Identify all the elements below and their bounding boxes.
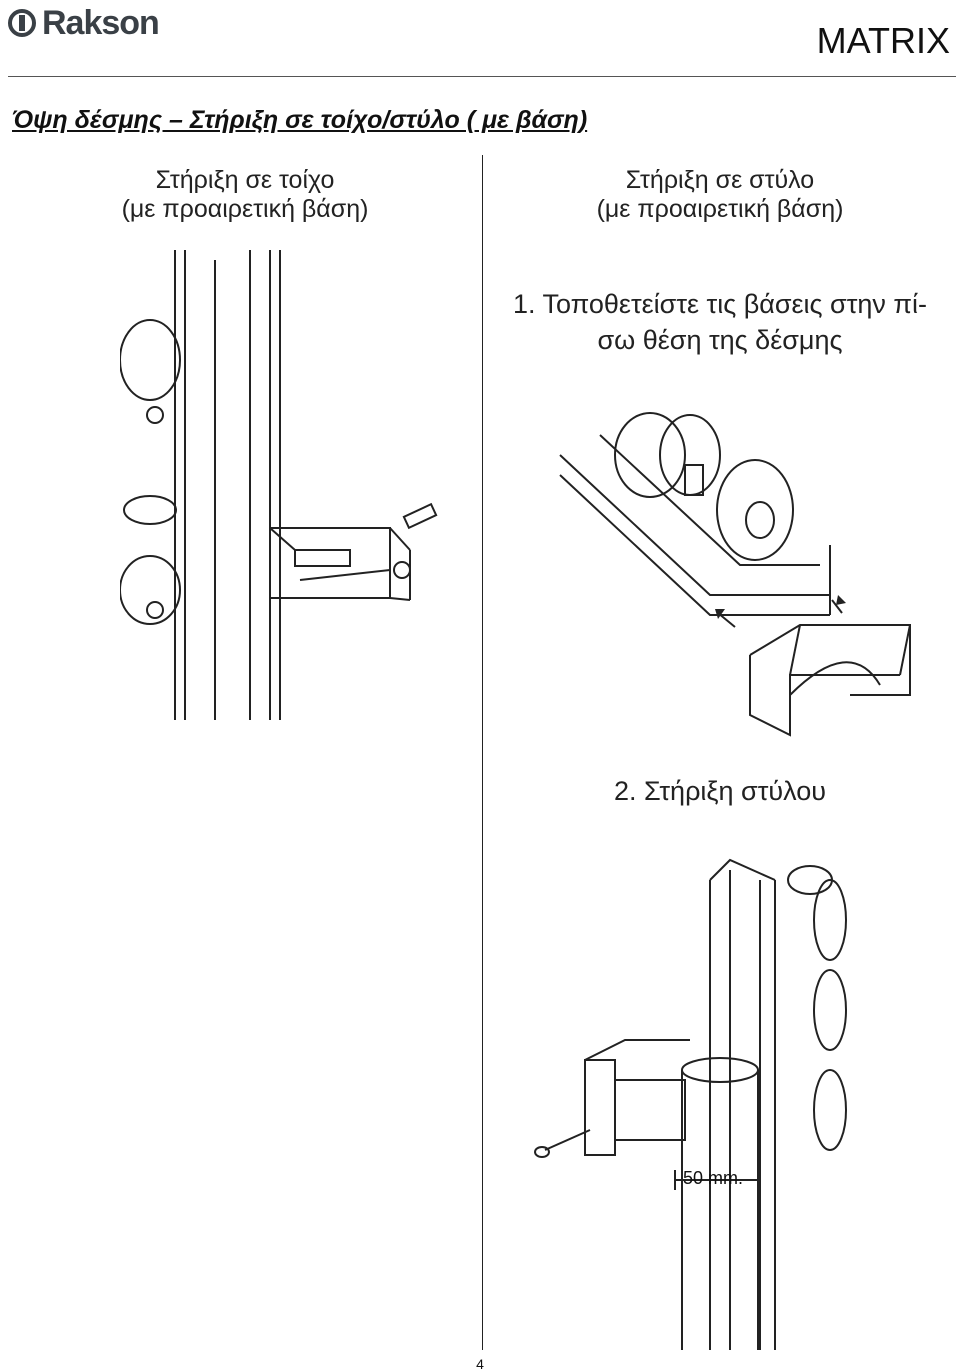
pole-mount-caption-line1: Στήριξη σε στύλο [625, 166, 815, 194]
logo-mark-icon [8, 9, 36, 37]
column-divider [482, 155, 483, 1350]
step1-line1: 1. Τοποθετείστε τις βάσεις στην πί- [512, 289, 928, 319]
pole-mount-caption: Στήριξη σε στύλο (με προαιρετική βάση) [500, 166, 940, 224]
page-heading: Όψη δέσμης – Στήριξη σε τοίχο/στύλο ( με… [12, 106, 588, 134]
logo-text: Rakson [42, 4, 160, 42]
wall-mount-caption-line2: (με προαιρετική βάση) [121, 195, 369, 223]
step2-text: 2. Στήριξη στύλου [613, 776, 827, 806]
beam-bracket-illustration [559, 412, 911, 737]
model-name: MATRIX [816, 20, 950, 61]
pole-mount-illustration [534, 858, 847, 1350]
header-rule [8, 76, 956, 77]
wall-mount-caption-line1: Στήριξη σε τοίχο [155, 166, 335, 194]
wall-mount-illustration [120, 250, 438, 720]
dimension-label: 50 mm. [683, 1168, 744, 1188]
page-number: 4 [476, 1356, 484, 1372]
wall-mount-caption: Στήριξη σε τοίχο (με προαιρετική βάση) [60, 166, 430, 224]
step1-text: 1. Τοποθετείστε τις βάσεις στην πί- σω θ… [490, 286, 950, 358]
pole-mount-caption-line2: (με προαιρετική βάση) [596, 195, 844, 223]
rakson-logo: Rakson [8, 4, 198, 42]
step1-line2: σω θέση της δέσμης [597, 325, 843, 355]
